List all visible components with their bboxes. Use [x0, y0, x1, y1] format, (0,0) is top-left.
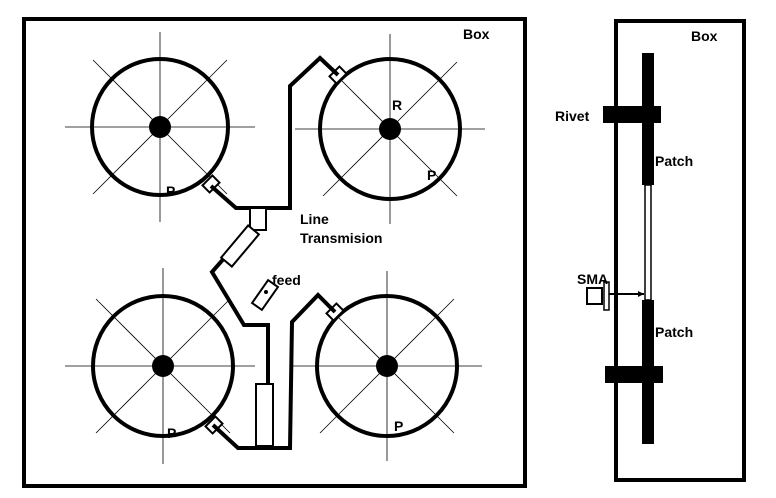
feed-label: feed — [272, 272, 301, 288]
sma-connector — [586, 281, 644, 311]
patch-feed-stubs — [201, 65, 348, 435]
patch-center-dot — [152, 355, 174, 377]
patch-label-top-left: P — [166, 183, 175, 199]
rivet-side-label: Rivet — [555, 108, 590, 124]
patch-bottom-left — [65, 268, 255, 464]
line-label: Line — [300, 211, 329, 227]
side-box-label: Box — [691, 28, 718, 44]
rivet-label: R — [392, 97, 402, 113]
feed-point — [250, 278, 280, 312]
rivet-dot — [379, 118, 401, 140]
patch-label-top-right: P — [427, 167, 436, 183]
patch-bottom-right — [292, 271, 482, 461]
patch-top-right — [295, 34, 485, 224]
side-box — [614, 19, 746, 482]
rivet-top — [603, 106, 661, 123]
matching-sections — [219, 207, 274, 447]
patch-center-dot — [149, 116, 171, 138]
patch-label-bottom-left: P — [167, 425, 176, 441]
patch-top-left — [65, 32, 255, 222]
transmission-label: Transmision — [300, 230, 382, 246]
patch-top-side-label: Patch — [655, 153, 693, 169]
rivet-bottom — [605, 366, 663, 383]
patch-bottom-side-label: Patch — [655, 324, 693, 340]
patch-label-bottom-right: P — [394, 418, 403, 434]
front-box — [22, 17, 527, 488]
patch-center-dot — [376, 355, 398, 377]
front-box-label: Box — [463, 26, 490, 42]
sma-label: SMA — [577, 271, 608, 287]
